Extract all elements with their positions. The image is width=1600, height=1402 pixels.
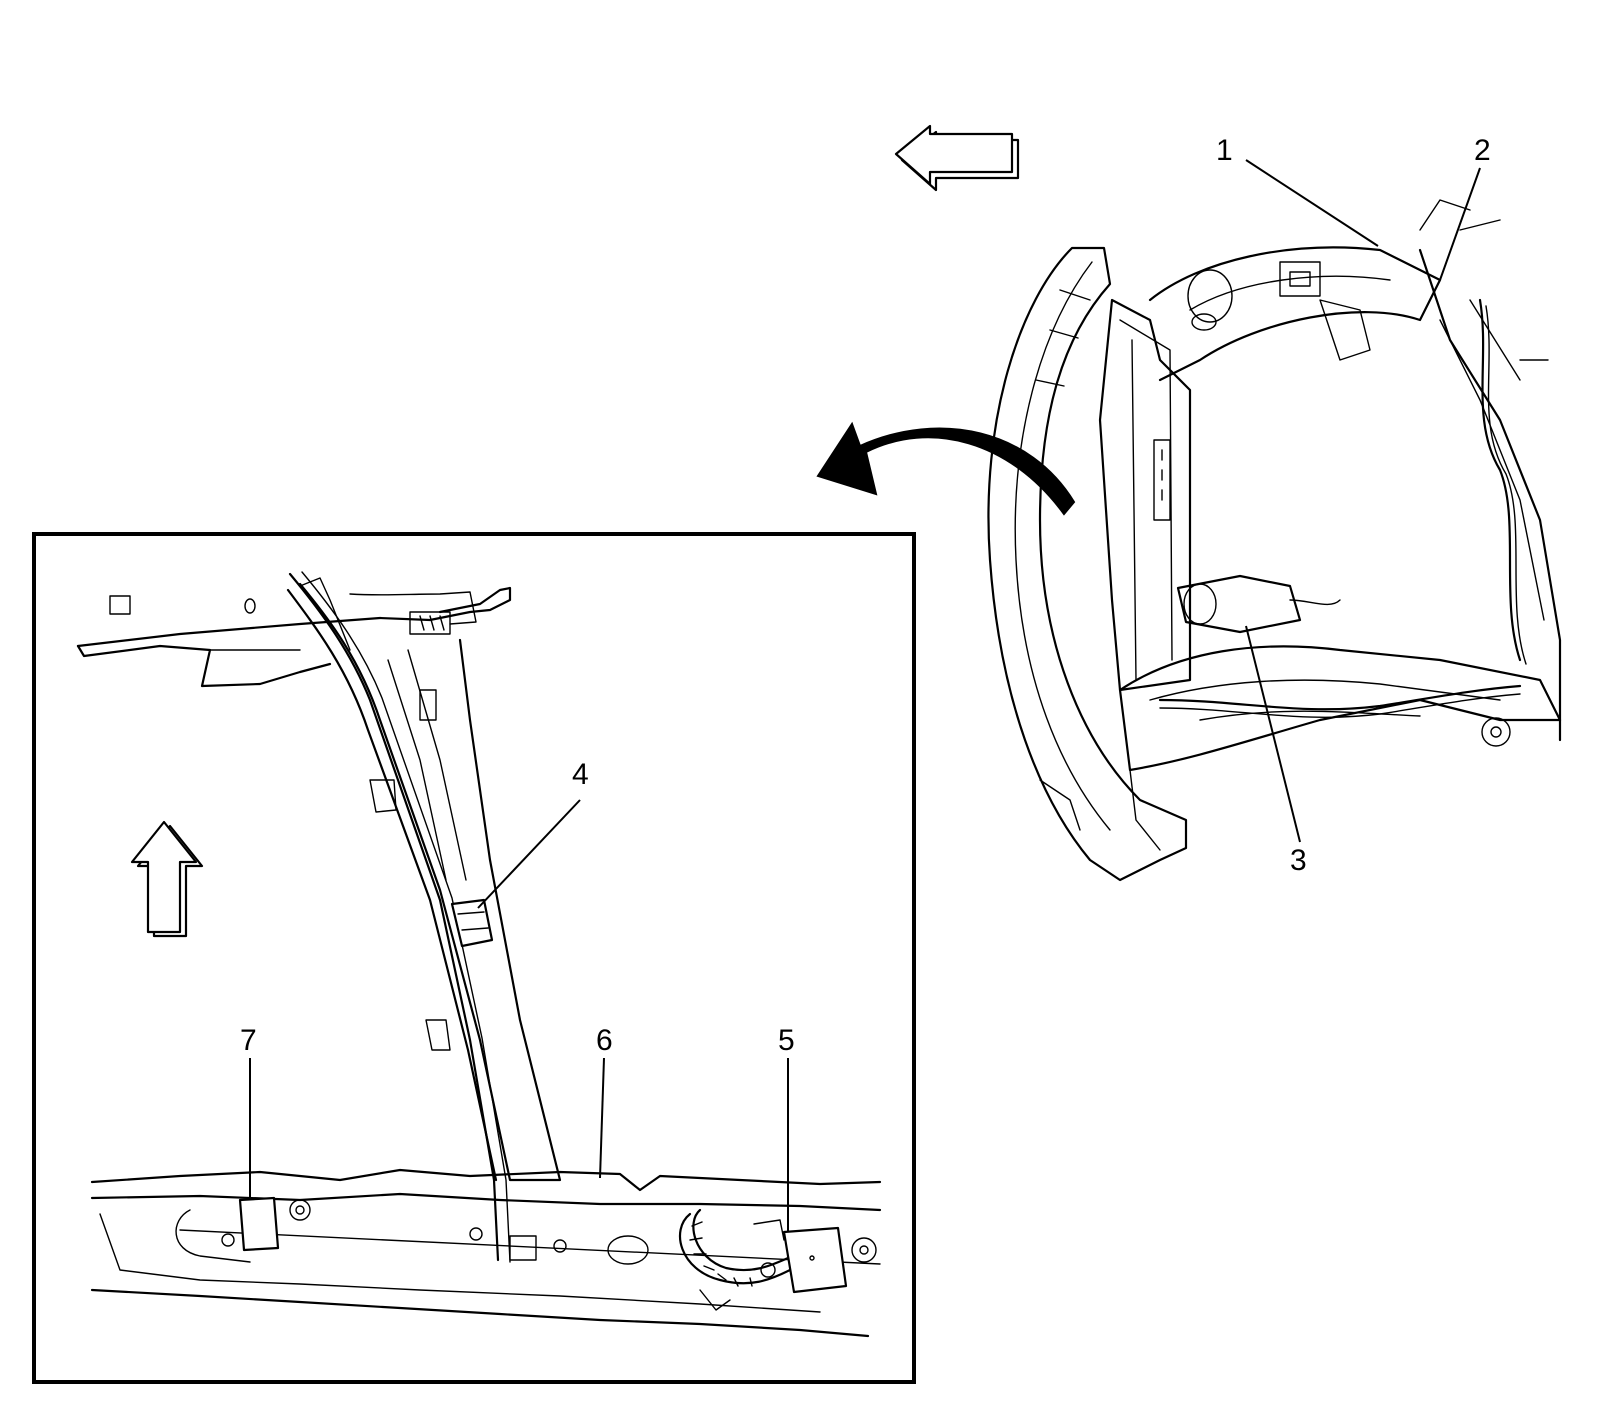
inset-structure	[76, 571, 882, 1338]
arrow-left-icon	[894, 124, 1020, 192]
callout-1: 1	[1216, 134, 1233, 167]
callout-7: 7	[240, 1024, 257, 1057]
callout-2: 2	[1474, 134, 1491, 167]
callout-4: 4	[572, 758, 589, 791]
arrow-up-icon	[130, 820, 204, 938]
callout-6: 6	[596, 1024, 613, 1057]
callout-3: 3	[1290, 844, 1307, 877]
callout-5: 5	[778, 1024, 795, 1057]
curved-arrow-icon	[816, 421, 1076, 516]
front-end-overview	[987, 199, 1562, 882]
detail-inset-frame	[32, 532, 916, 1384]
